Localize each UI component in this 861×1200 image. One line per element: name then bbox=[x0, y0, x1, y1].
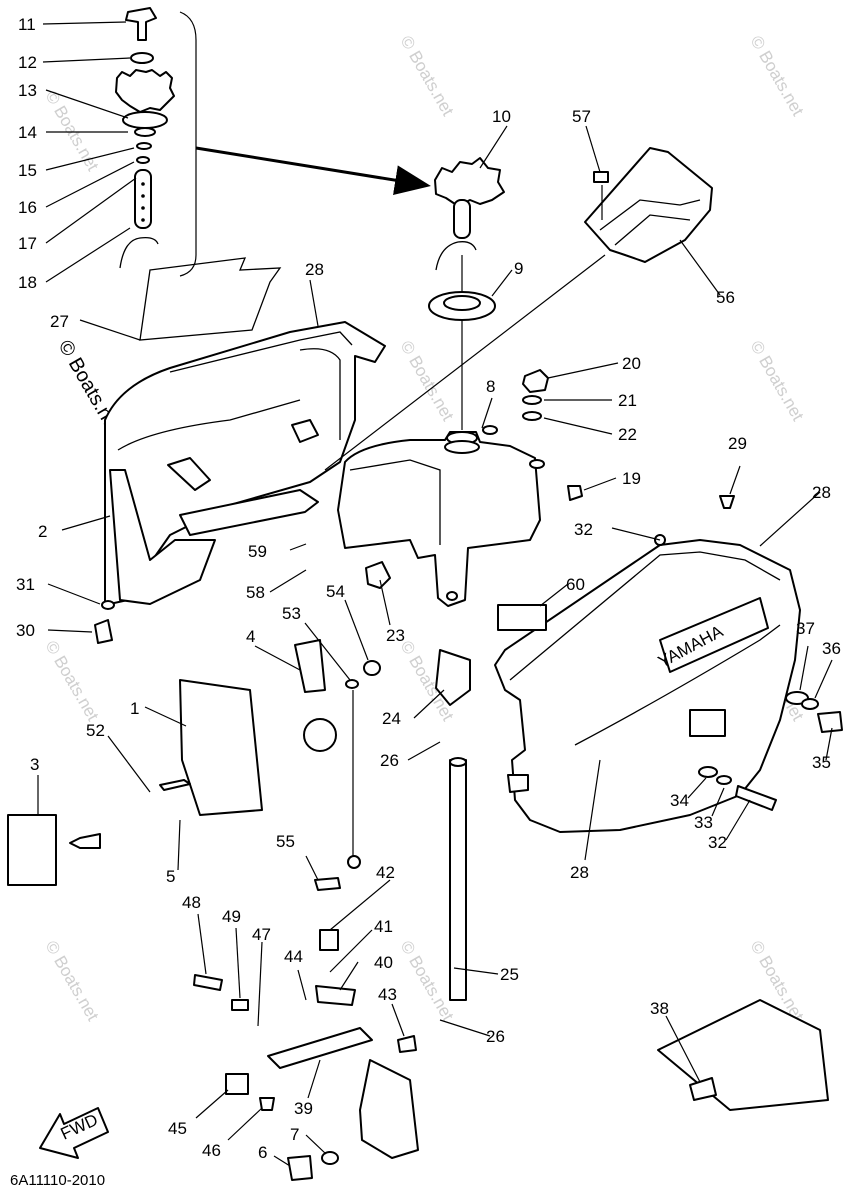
callout-21: 21 bbox=[618, 391, 637, 410]
callout-57: 57 bbox=[572, 107, 591, 126]
callout-41: 39 bbox=[294, 1099, 313, 1118]
fuel-cap-exploded bbox=[115, 7, 175, 269]
callout-28-top: 27 bbox=[50, 312, 69, 331]
callout-6: 6 bbox=[258, 1143, 267, 1162]
callout-55: 55 bbox=[276, 832, 295, 851]
callout-26-top: 26 bbox=[380, 751, 399, 770]
watermark-text: © Boats.net bbox=[747, 338, 808, 425]
callout-4: 4 bbox=[246, 627, 255, 646]
callout-58: 58 bbox=[246, 583, 265, 602]
callout-42: 40 bbox=[374, 953, 393, 972]
callout-47: 45 bbox=[168, 1119, 187, 1138]
callout-10: 10 bbox=[492, 107, 511, 126]
callout-26-bottom: 26 bbox=[486, 1027, 505, 1046]
callout-1: 1 bbox=[130, 699, 139, 718]
callout-34: 32 bbox=[708, 833, 727, 852]
callout-19: 19 bbox=[622, 469, 641, 488]
callout-14: 14 bbox=[18, 123, 37, 142]
callout-40: 38 bbox=[650, 999, 669, 1018]
fuel-cap bbox=[428, 157, 505, 430]
callout-11: 11 bbox=[18, 15, 36, 34]
callout-36: 34 bbox=[670, 791, 689, 810]
callout-8: 8 bbox=[486, 377, 495, 396]
bracket bbox=[324, 147, 713, 471]
callout-9: 9 bbox=[514, 259, 523, 278]
callout-12: 12 bbox=[18, 53, 37, 72]
callout-52: 52 bbox=[86, 721, 105, 740]
watermark-text: © Boats.net bbox=[42, 88, 103, 175]
callout-49: 47 bbox=[252, 925, 271, 944]
callout-59: 59 bbox=[248, 542, 267, 561]
callout-7: 7 bbox=[290, 1125, 299, 1144]
callout-48: 46 bbox=[202, 1141, 221, 1160]
callout-30: 29 bbox=[728, 434, 747, 453]
callout-38: 36 bbox=[822, 639, 841, 658]
callout-54: 54 bbox=[326, 582, 345, 601]
callout-60: 60 bbox=[566, 575, 585, 594]
callout-31: 32 bbox=[574, 520, 593, 539]
callout-44: 42 bbox=[376, 863, 395, 882]
callout-23: 23 bbox=[386, 626, 405, 645]
callout-50: 48 bbox=[182, 893, 201, 912]
callout-53: 53 bbox=[282, 604, 301, 623]
callout-25: 25 bbox=[500, 965, 519, 984]
callout-3: 3 bbox=[30, 755, 39, 774]
bottom-cowling bbox=[494, 534, 801, 833]
callout-20: 20 bbox=[622, 354, 641, 373]
callout-5: 5 bbox=[166, 867, 175, 886]
callout-16: 16 bbox=[18, 198, 37, 217]
callout-56: 56 bbox=[716, 288, 735, 307]
callout-18: 18 bbox=[18, 273, 37, 292]
callout-29: 28 bbox=[305, 260, 324, 279]
callout-27: 28 bbox=[812, 483, 831, 502]
hardware bbox=[7, 369, 843, 1181]
top-cowling bbox=[104, 257, 386, 606]
fuel-tank bbox=[337, 425, 545, 607]
fwd-arrow: FWD bbox=[39, 1107, 109, 1159]
inset-bracket bbox=[179, 11, 431, 277]
watermark-text: © Boats.net bbox=[42, 938, 103, 1025]
watermark-text: © Boats.net bbox=[397, 938, 458, 1025]
callout-17: 17 bbox=[18, 234, 37, 253]
callout-43: 41 bbox=[374, 917, 393, 936]
leader-lines bbox=[37, 21, 833, 1167]
watermark-text: © Boats.net bbox=[42, 638, 103, 725]
callout-22: 22 bbox=[618, 425, 637, 444]
callout-2: 2 bbox=[38, 522, 47, 541]
callout-15: 15 bbox=[18, 161, 37, 180]
watermark-text: © Boats.net bbox=[397, 33, 458, 120]
callout-45: 43 bbox=[378, 985, 397, 1004]
callout-28-bottom: 28 bbox=[570, 863, 589, 882]
callout-39: 37 bbox=[796, 619, 815, 638]
callout-24: 24 bbox=[382, 709, 401, 728]
callout-35: 33 bbox=[694, 813, 713, 832]
watermark-text: © Boats.net bbox=[747, 33, 808, 120]
callout-37: 35 bbox=[812, 753, 831, 772]
callout-labels: 11 12 13 14 15 16 17 18 10 57 9 56 28 27… bbox=[16, 15, 841, 1162]
callout-46: 44 bbox=[284, 947, 303, 966]
watermark-text: © Boats.net bbox=[397, 338, 458, 425]
callout-33: 31 bbox=[16, 575, 35, 594]
callout-51: 49 bbox=[222, 907, 241, 926]
diagram-code: 6A11110-2010 bbox=[10, 1172, 106, 1189]
callout-32: 30 bbox=[16, 621, 35, 640]
callout-13: 13 bbox=[18, 81, 37, 100]
